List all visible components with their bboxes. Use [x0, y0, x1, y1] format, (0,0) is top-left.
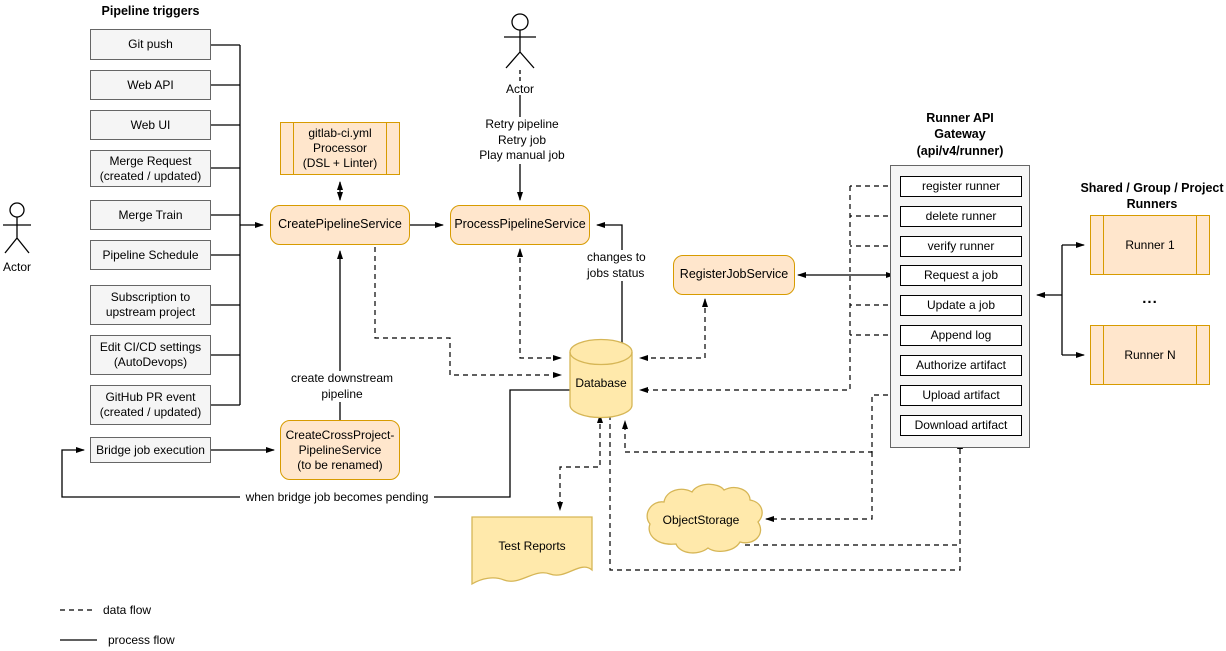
endpoint-upload-artifact: Upload artifact [900, 385, 1022, 406]
trigger-git-push: Git push [90, 29, 211, 60]
edge-db-to-process-status [596, 222, 623, 344]
left-actor-icon [9, 202, 25, 218]
edge-registerjob-db [639, 298, 708, 361]
actor-figures [3, 13, 536, 254]
trigger-github-pr: GitHub PR event (created / updated) [90, 385, 211, 425]
edge-createpipeline-db [374, 247, 562, 378]
edge-gateway-db [639, 186, 851, 393]
trigger-web-api: Web API [90, 70, 211, 100]
edge-upload-objectstorage [765, 452, 873, 522]
object-storage-label: ObjectStorage [662, 513, 740, 527]
trigger-edit-cicd: Edit CI/CD settings (AutoDevops) [90, 335, 211, 375]
trigger-subscription: Subscription to upstream project [90, 285, 211, 325]
test-reports-document [471, 516, 593, 586]
data-flow-edges [60, 185, 963, 611]
edge-upload-db [622, 394, 888, 453]
triggers-title: Pipeline triggers [101, 4, 200, 18]
runners-ellipsis: ... [1142, 290, 1158, 307]
runners-title: Shared / Group / Project Runners [1080, 181, 1224, 212]
edge-objectstorage-download [745, 440, 963, 546]
create-cross-project-pipeline-service: CreateCrossProject- PipelineService (to … [280, 420, 400, 480]
endpoint-append-log: Append log [900, 325, 1022, 346]
trigger-web-ui: Web UI [90, 110, 211, 140]
runner-1: Runner 1 [1090, 215, 1210, 275]
endpoint-authorize-artifact: Authorize artifact [900, 355, 1022, 376]
database-cylinder-top [569, 351, 633, 366]
edge-processpipeline-db [517, 248, 562, 361]
storage-shapes [471, 338, 763, 586]
endpoint-request-a-job: Request a job [900, 265, 1022, 286]
trigger-merge-request: Merge Request (created / updated) [90, 150, 211, 187]
gateway-title: Runner API Gateway (api/v4/runner) [916, 111, 1004, 158]
legend-data-flow: data flow [103, 603, 152, 617]
endpoint-register-runner: register runner [900, 176, 1022, 197]
edge-gateway-stubs [850, 185, 888, 336]
endpoint-verify-runner: verify runner [900, 236, 1022, 257]
create-pipeline-service: CreatePipelineService [270, 205, 410, 245]
process-pipeline-service: ProcessPipelineService [450, 205, 590, 245]
annotation-create-downstream-pipeline: create downstream pipeline [283, 371, 401, 403]
endpoint-update-a-job: Update a job [900, 295, 1022, 316]
endpoint-download-artifact: Download artifact [900, 415, 1022, 436]
edge-db-download [609, 415, 961, 571]
edge-db-testreports [557, 414, 603, 511]
top-actor-body [504, 30, 536, 69]
legend-process-flow: process flow [108, 633, 175, 647]
trigger-merge-train: Merge Train [90, 200, 211, 230]
edge-trigger-stubs [211, 44, 240, 406]
left-actor-body [3, 217, 31, 254]
gitlab-ci-yml-processor: gitlab-ci.yml Processor (DSL + Linter) [280, 122, 400, 175]
top-actor-icon [511, 13, 529, 31]
left-actor-label: Actor [2, 260, 31, 274]
top-actor-label: Actor [505, 82, 534, 96]
database-cylinder [569, 338, 633, 419]
database-label: Database [575, 376, 627, 390]
annotation-changes-to-jobs-status: changes to jobs status [585, 250, 657, 282]
annotation-when-bridge-pending: when bridge job becomes pending [240, 490, 434, 506]
object-storage-cloud [646, 483, 763, 554]
runner-n: Runner N [1090, 325, 1210, 385]
test-reports-label: Test Reports [498, 539, 566, 553]
register-job-service: RegisterJobService [673, 255, 795, 295]
endpoint-delete-runner: delete runner [900, 206, 1022, 227]
trigger-bridge-job: Bridge job execution [90, 437, 211, 463]
top-actor-actions: Retry pipeline Retry job Play manual job [460, 117, 584, 164]
trigger-pipeline-schedule: Pipeline Schedule [90, 240, 211, 270]
